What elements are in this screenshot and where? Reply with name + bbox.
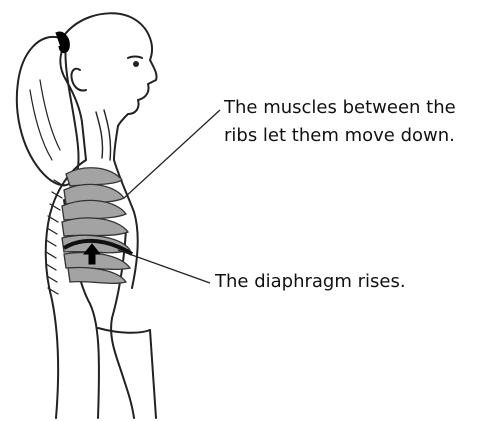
leader-line-muscles: [124, 110, 220, 198]
ponytail: [17, 37, 79, 185]
hair-tie: [56, 33, 68, 52]
rib-cage: [62, 168, 130, 284]
label-intercostal-muscles-line-1: The muscles between the: [224, 95, 456, 120]
leader-line-diaphragm: [118, 250, 210, 283]
ear: [71, 69, 86, 91]
label-diaphragm: The diaphragm rises.: [215, 269, 406, 294]
label-intercostal-muscles-line-2: ribs let them move down.: [224, 123, 455, 148]
